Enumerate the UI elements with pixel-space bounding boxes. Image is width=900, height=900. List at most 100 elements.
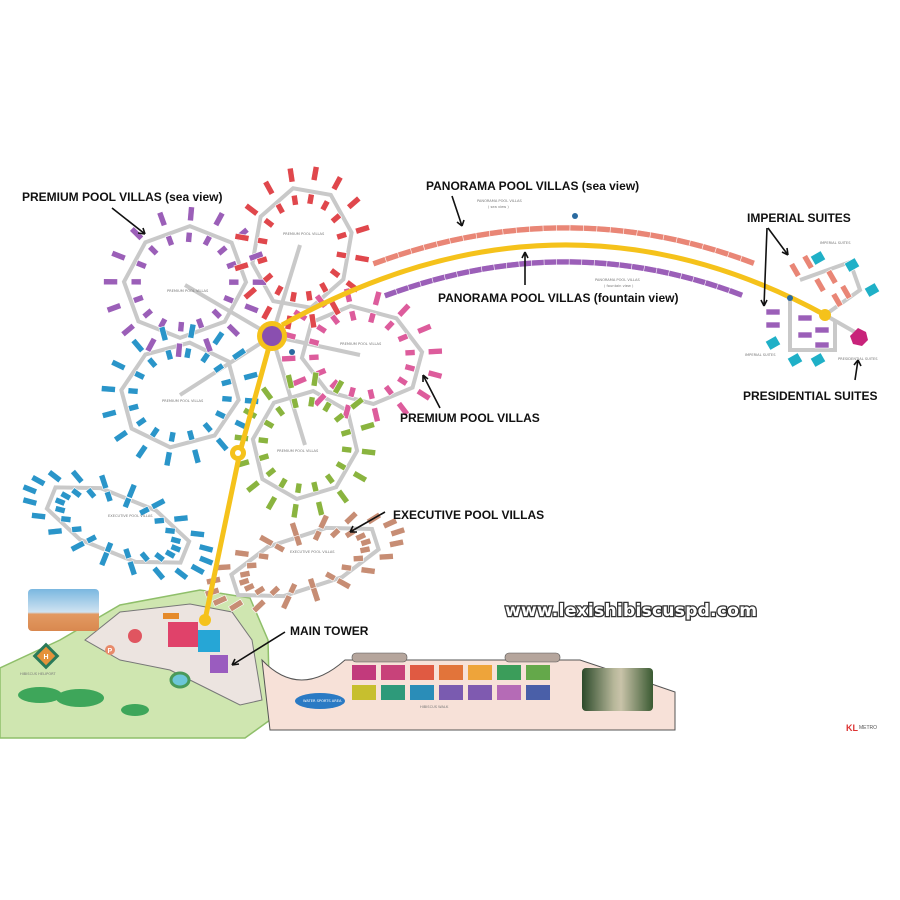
villa-unit — [233, 261, 250, 273]
villa-unit — [262, 217, 276, 229]
villa-unit — [290, 503, 300, 519]
villa-unit — [164, 548, 177, 560]
villa-unit — [132, 294, 145, 304]
walk-photo — [582, 668, 653, 711]
villa-unit — [21, 483, 38, 496]
shop-tile — [352, 685, 376, 700]
villa-unit — [177, 321, 185, 333]
premium-blue-path — [119, 340, 241, 450]
villa-unit — [764, 335, 782, 351]
villa-unit — [133, 370, 146, 381]
villa-unit — [556, 224, 571, 232]
villa-unit — [290, 194, 299, 206]
villa-unit — [239, 569, 251, 579]
villa-unit — [739, 255, 756, 267]
villa-unit — [264, 466, 278, 479]
label-presidential: PRESIDENTIAL SUITES — [838, 357, 878, 361]
villa-unit — [228, 278, 240, 286]
villa-unit — [141, 307, 154, 320]
villa-unit — [307, 577, 317, 590]
water-sports-area — [295, 693, 345, 709]
villa-unit — [329, 212, 343, 225]
bus-stop-icon — [289, 349, 295, 355]
villa-unit — [568, 258, 584, 266]
villa-unit — [383, 319, 396, 332]
villa-unit — [662, 234, 679, 244]
arrow — [451, 195, 465, 227]
villa-unit — [341, 403, 352, 420]
villa-unit — [378, 552, 394, 561]
villa-unit — [186, 429, 196, 442]
villa-unit — [211, 330, 226, 347]
shop-tile — [352, 665, 376, 680]
villa-unit — [310, 586, 321, 603]
villa-unit — [343, 510, 359, 526]
presidential-suite — [850, 328, 868, 346]
tower-end — [199, 614, 211, 626]
villa-unit — [397, 247, 413, 259]
poi-marker — [128, 629, 142, 643]
svg-text:KL: KL — [846, 723, 858, 733]
villa-unit — [863, 282, 881, 298]
villa-unit — [21, 496, 38, 507]
premium-sea-red-path — [250, 186, 354, 310]
villa-unit — [307, 396, 316, 408]
villa-unit — [221, 395, 233, 403]
villa-unit — [198, 554, 215, 567]
villa-unit — [335, 250, 348, 260]
villa-unit — [330, 175, 344, 192]
villa-unit — [69, 539, 86, 553]
villa-unit — [127, 387, 139, 395]
hibiscus-walk-label: HIBISCUS WALK — [420, 705, 449, 709]
villa-unit — [636, 229, 652, 239]
label-imperial-bottom: IMPERIAL SUITES — [745, 353, 776, 357]
villa-unit — [340, 428, 353, 438]
villa-unit — [515, 225, 531, 234]
villa-unit — [210, 307, 223, 320]
villa-unit — [100, 385, 116, 393]
villa-unit — [582, 224, 598, 233]
resort-grounds — [84, 603, 263, 706]
villa-unit — [518, 259, 534, 268]
villa-unit — [329, 527, 342, 540]
villa-unit — [609, 226, 625, 235]
villa-unit — [212, 211, 226, 228]
label-premium-pink: PREMIUM POOL VILLAS — [340, 342, 382, 346]
main-tower-block — [168, 622, 198, 647]
villa-unit — [396, 332, 410, 343]
villa-unit — [156, 210, 168, 227]
callouts — [111, 195, 862, 666]
label-executive-brown: EXECUTIVE POOL VILLAS — [290, 550, 335, 554]
villa-unit — [101, 408, 118, 420]
villa-unit — [415, 388, 432, 402]
villa-unit — [70, 468, 85, 485]
website-url[interactable]: www.lexishibiscuspd.com — [504, 600, 759, 623]
villa-unit — [531, 259, 546, 267]
villa-unit — [372, 290, 383, 307]
villa-unit — [158, 325, 169, 342]
villa-unit — [352, 554, 364, 563]
villa-unit — [839, 284, 853, 300]
bus-stop-icon — [572, 213, 578, 219]
villa-unit — [797, 331, 813, 339]
villa-unit — [280, 594, 293, 611]
villa-unit — [287, 582, 298, 595]
villa-unit — [351, 470, 368, 484]
villa-unit — [198, 543, 215, 554]
villa-unit — [830, 292, 844, 308]
villa-unit — [183, 347, 193, 359]
villa-unit — [312, 392, 328, 408]
villa-unit — [290, 397, 300, 410]
villa-unit — [222, 294, 235, 305]
villa-unit — [175, 342, 183, 358]
villa-unit — [135, 416, 148, 428]
villa-unit — [284, 373, 295, 390]
villa-unit — [335, 231, 348, 241]
villa-unit — [185, 231, 193, 243]
villa-unit — [360, 447, 377, 457]
villa-unit — [317, 513, 330, 530]
roundabout-inner — [235, 450, 241, 456]
villa-unit — [475, 230, 491, 240]
villa-unit — [310, 371, 320, 387]
villa-unit — [366, 388, 376, 401]
